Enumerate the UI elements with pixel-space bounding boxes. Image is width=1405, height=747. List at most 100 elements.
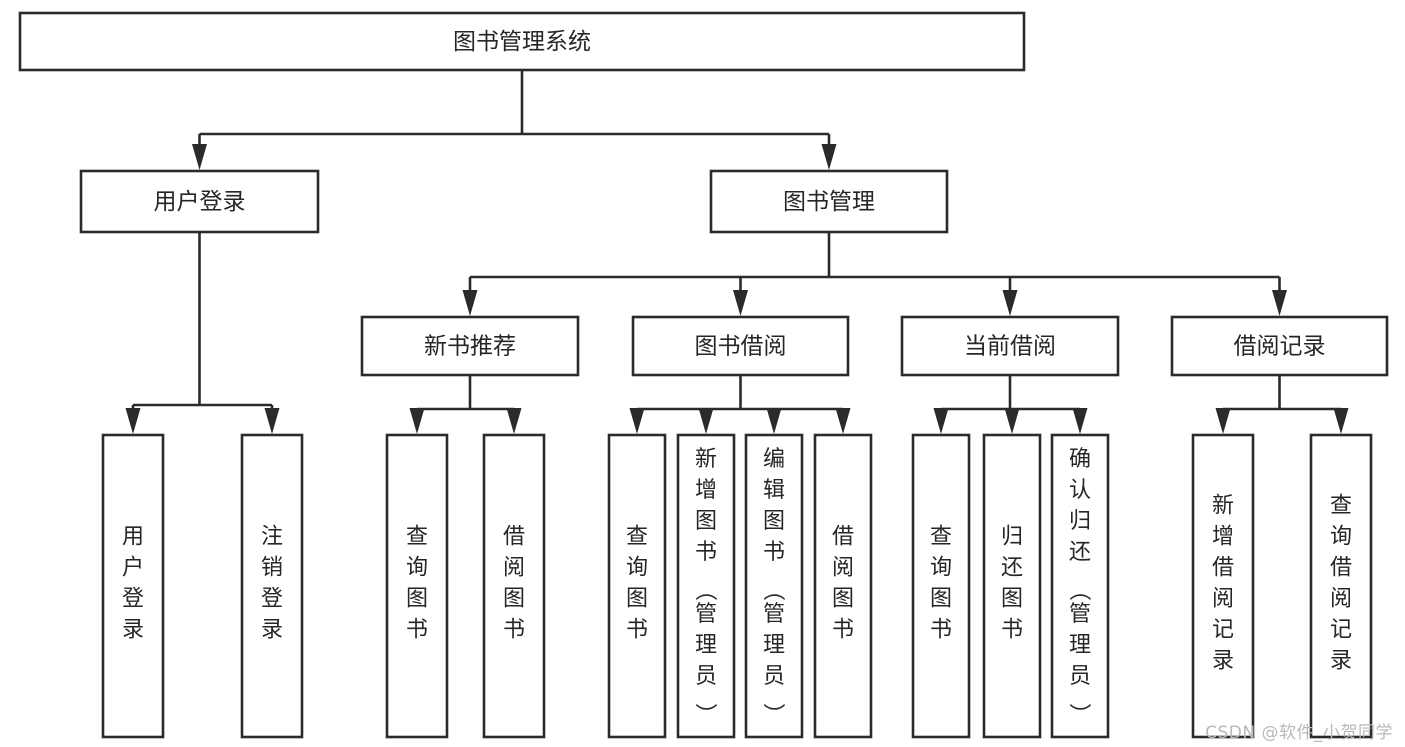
node-label-char: 图 <box>930 587 952 612</box>
node-borrow-record[interactable]: 借阅记录 <box>1170 315 1389 377</box>
node-box <box>1309 433 1373 739</box>
node-label-char: 归 <box>1001 525 1023 550</box>
node-user-login[interactable]: 用户登录 <box>79 169 320 234</box>
node-label-char: 阅 <box>1330 587 1352 612</box>
node-box <box>1050 433 1110 739</box>
node-label-char: 查 <box>930 525 952 550</box>
node-label-char: 管 <box>695 602 717 627</box>
arrow-head-icon <box>933 408 949 434</box>
node-box <box>676 433 736 739</box>
node-label-char: 书 <box>695 540 717 565</box>
node-label-char: 图 <box>626 587 648 612</box>
node-label-char: ） <box>1066 703 1091 725</box>
arrow-head-icon <box>1004 408 1020 434</box>
node-label-char: 阅 <box>832 556 854 581</box>
node-label-char: 录 <box>122 618 144 643</box>
arrow-head-icon <box>1002 290 1018 316</box>
node-box <box>360 315 580 377</box>
node-box <box>982 433 1042 739</box>
node-box <box>240 433 304 739</box>
node-label-char: 图 <box>406 587 428 612</box>
node-leaf-user-login[interactable]: 用户登录 <box>101 433 165 739</box>
node-box <box>1170 315 1389 377</box>
node-new-book-recommend[interactable]: 新书推荐 <box>360 315 580 377</box>
node-label-char: 归 <box>1069 509 1091 534</box>
node-box <box>911 433 971 739</box>
arrow-head-icon <box>1215 408 1231 434</box>
node-label-char: 询 <box>406 556 428 581</box>
node-book-borrow[interactable]: 图书借阅 <box>631 315 850 377</box>
node-box <box>631 315 850 377</box>
node-label-char: 查 <box>626 525 648 550</box>
node-label-char: 登 <box>122 587 144 612</box>
node-label-char: 阅 <box>503 556 525 581</box>
arrow-head-icon <box>629 408 645 434</box>
node-box <box>101 433 165 739</box>
node-label-char: 查 <box>406 525 428 550</box>
node-current-borrow[interactable]: 当前借阅 <box>900 315 1120 377</box>
arrow-head-icon <box>835 408 851 434</box>
node-label-char: 查 <box>1330 494 1352 519</box>
node-label: 图书借阅 <box>695 334 787 360</box>
node-label-char: 员 <box>1069 664 1091 689</box>
node-label-char: 员 <box>763 664 785 689</box>
node-label-char: 新 <box>695 447 717 472</box>
arrow-head-icon <box>125 408 141 434</box>
node-label-char: ） <box>692 703 717 725</box>
arrow-head-icon <box>766 408 782 434</box>
arrow-head-icon <box>821 144 837 170</box>
arrow-head-icon <box>1272 290 1287 316</box>
node-label-char: 还 <box>1069 540 1091 565</box>
node-label-char: 图 <box>832 587 854 612</box>
node-label: 图书管理 <box>783 189 875 215</box>
arrow-head-icon <box>506 408 522 434</box>
arrow-head-icon <box>192 144 207 170</box>
node-label-char: 询 <box>930 556 952 581</box>
node-label-char: 阅 <box>1212 587 1234 612</box>
arrow-head-icon <box>1072 408 1088 434</box>
node-label-char: 户 <box>122 556 144 581</box>
node-box <box>813 433 873 739</box>
node-book-management[interactable]: 图书管理 <box>709 169 949 234</box>
node-box <box>482 433 546 739</box>
node-label-char: 用 <box>122 525 144 550</box>
node-label-char: 询 <box>626 556 648 581</box>
node-label-char: 增 <box>1212 525 1234 550</box>
node-root-system[interactable]: 图书管理系统 <box>18 11 1026 72</box>
node-label-char: 理 <box>695 633 717 658</box>
node-label-char: 销 <box>261 556 283 581</box>
node-label-char: 认 <box>1069 478 1091 503</box>
node-label-char: 记 <box>1330 618 1352 643</box>
node-box <box>1191 433 1255 739</box>
node-label-char: 借 <box>503 525 525 550</box>
connectors-layer <box>125 70 1349 434</box>
node-label-char: 书 <box>832 618 854 643</box>
arrow-head-icon <box>1333 408 1349 434</box>
arrow-head-icon <box>733 290 748 316</box>
node-label-char: 书 <box>1001 618 1023 643</box>
node-box <box>744 433 804 739</box>
node-box <box>385 433 449 739</box>
arrow-head-icon <box>264 408 280 434</box>
node-label-char: 新 <box>1212 494 1234 519</box>
node-label: 当前借阅 <box>964 334 1056 360</box>
node-label: 图书管理系统 <box>453 29 591 55</box>
node-label-char: 图 <box>763 509 785 534</box>
node-box <box>709 169 949 234</box>
node-label-char: 书 <box>930 618 952 643</box>
node-label-char: 书 <box>626 618 648 643</box>
